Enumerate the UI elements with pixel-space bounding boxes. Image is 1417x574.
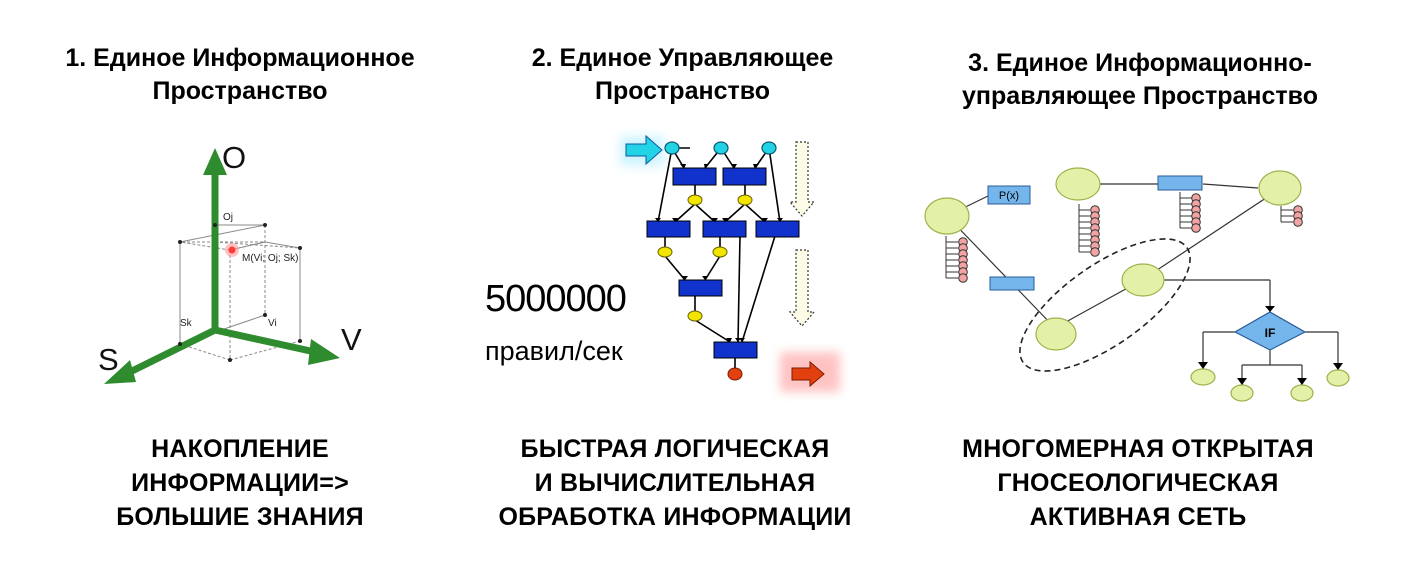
panel-3-caption-line3: АКТИВНАЯ СЕТЬ — [1029, 503, 1247, 531]
panel-1-title: 1. Единое Информационное Пространство — [20, 42, 460, 108]
panel-3-caption-line2: ГНОСЕОЛОГИЧЕСКАЯ — [997, 469, 1279, 497]
relation-boxes — [987, 175, 1203, 291]
active-network-diagram: P(x) IF — [924, 167, 1350, 402]
axis-v-label: V — [341, 322, 362, 357]
fact-nodes — [657, 194, 753, 322]
panel-3-title: 3. Единое Информационно- управляющее Про… — [920, 47, 1360, 113]
panel-3-title-line1: 3. Единое Информационно- — [968, 49, 1312, 77]
panel-2-title-line1: 2. Единое Управляющее — [531, 44, 834, 72]
attribute-stack — [1078, 204, 1100, 257]
predicate-label: P(x) — [999, 190, 1019, 202]
attribute-stack — [1179, 192, 1201, 233]
oj-label: Oj — [223, 212, 233, 223]
panel-2-caption: БЫСТРАЯ ЛОГИЧЕСКАЯ И ВЫЧИСЛИТЕЛЬНАЯ ОБРА… — [455, 432, 895, 534]
output-node — [727, 367, 743, 381]
vertex-dots — [178, 223, 302, 362]
rule-network-diagram — [620, 134, 840, 392]
panel-1-caption-line1: НАКОПЛЕНИЕ — [151, 435, 329, 463]
panel-3-title-line2: управляющее Пространство — [962, 82, 1318, 110]
rate-value: 5000000 — [485, 278, 627, 320]
axis-s — [104, 326, 217, 384]
axis-o — [203, 148, 227, 330]
panel-1-caption-line2: ИНФОРМАЦИИ=> — [131, 469, 349, 497]
flow-down-arrow-icon — [788, 141, 816, 327]
panel-3-caption: МНОГОМЕРНАЯ ОТКРЫТАЯ ГНОСЕОЛОГИЧЕСКАЯ АК… — [918, 432, 1358, 534]
axis-s-label: S — [98, 342, 119, 377]
panel-1-title-line1: 1. Единое Информационное — [65, 44, 415, 72]
predicate-box — [987, 185, 1031, 205]
sk-label: Sk — [180, 318, 193, 329]
concept-nodes — [924, 167, 1350, 402]
axis-o-label: O — [222, 140, 246, 175]
rate-unit: правил/сек — [485, 336, 623, 366]
vi-label: Vi — [268, 318, 277, 329]
panel-3-caption-line1: МНОГОМЕРНАЯ ОТКРЫТАЯ — [962, 435, 1314, 463]
if-label: IF — [1265, 326, 1276, 340]
point-m — [228, 246, 236, 254]
input-nodes — [664, 141, 777, 155]
tree-arrowheads — [1198, 306, 1343, 385]
panel-2-title: 2. Единое Управляющее Пространство — [455, 42, 910, 108]
panel-1-caption: НАКОПЛЕНИЕ ИНФОРМАЦИИ=> БОЛЬШИЕ ЗНАНИЯ — [20, 432, 460, 534]
panel-2-caption-line2: И ВЫЧИСЛИТЕЛЬНАЯ — [534, 469, 816, 497]
point-m-label: M(Vi; Oj; Sk) — [242, 253, 298, 264]
panel-1-title-line2: Пространство — [152, 77, 328, 105]
axis-v — [214, 326, 340, 365]
attribute-stack — [945, 236, 968, 283]
panel-1-caption-line3: БОЛЬШИЕ ЗНАНИЯ — [116, 503, 364, 531]
attribute-stack — [1280, 205, 1303, 227]
panel-2-caption-line3: ОБРАБОТКА ИНФОРМАЦИИ — [498, 503, 852, 531]
panel-2-title-line2: Пространство — [594, 77, 771, 105]
wire-arrowheads — [655, 164, 783, 342]
rule-boxes — [646, 167, 800, 359]
if-condition-node — [1233, 311, 1307, 351]
panel-2-caption-line1: БЫСТРАЯ ЛОГИЧЕСКАЯ — [520, 435, 830, 463]
group-ellipse — [1019, 238, 1191, 372]
coordinate-space-diagram: O S V Oj M(Vi; Oj; Sk) Sk Vi — [98, 140, 362, 384]
input-arrow-icon — [620, 134, 664, 166]
output-arrow-icon — [780, 352, 840, 392]
